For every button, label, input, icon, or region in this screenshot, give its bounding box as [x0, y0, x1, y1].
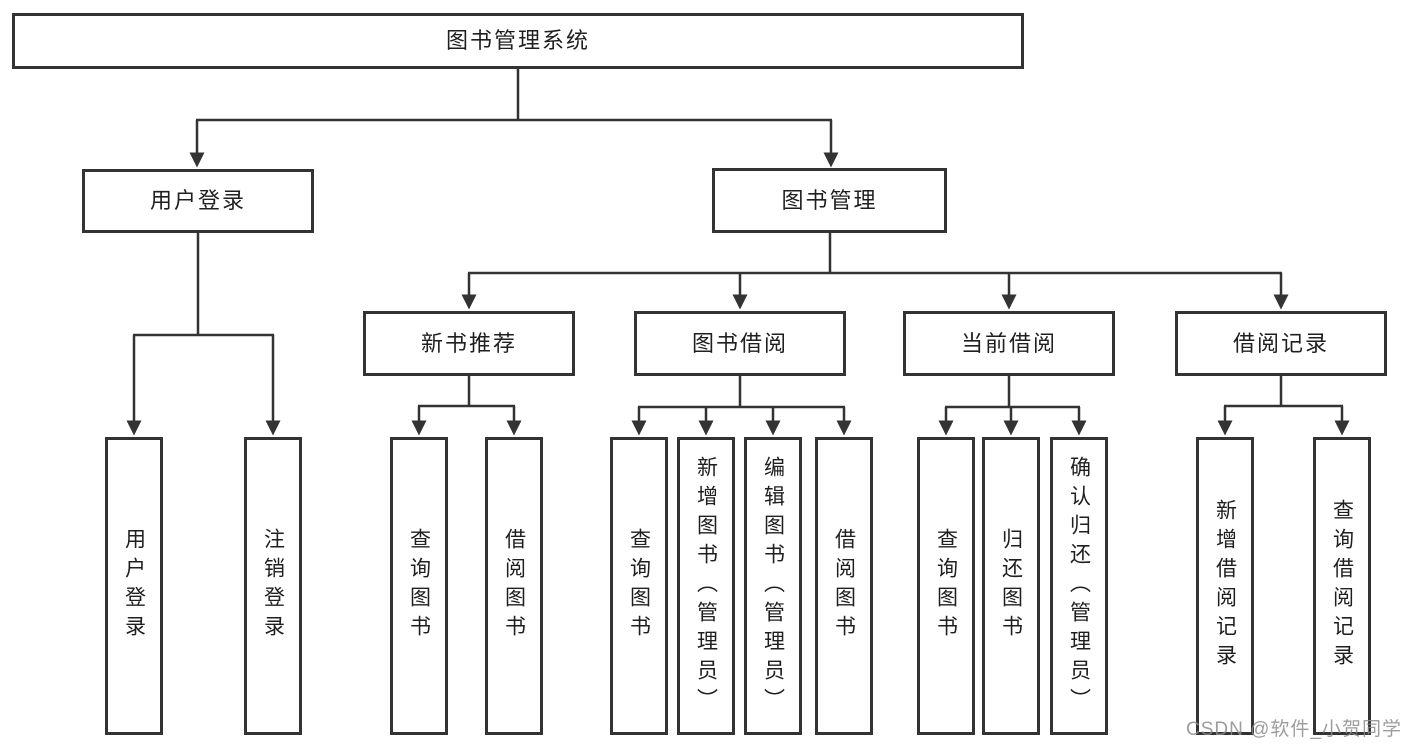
node-book-borrowing: 图书借阅	[634, 311, 846, 376]
node-new-book-recommend: 新书推荐	[363, 311, 575, 376]
node-user-login: 用户登录	[82, 169, 314, 233]
root-branch-connector	[189, 69, 839, 168]
leaf-logout: 注销登录	[244, 437, 302, 735]
current-borrowing-branch-connector	[938, 376, 1087, 436]
new-book-recommend-branch-connector	[411, 376, 522, 436]
leaf-confirm-return-admin: 确认归还（管理员）	[1050, 437, 1108, 735]
leaf-return-books: 归还图书	[982, 437, 1040, 735]
leaf-user-login: 用户登录	[105, 437, 163, 735]
book-borrowing-branch-connector	[631, 376, 852, 436]
leaf-query-books-current: 查询图书	[917, 437, 975, 735]
leaf-edit-book-admin: 编辑图书（管理员）	[744, 437, 802, 735]
leaf-borrow-books-recommend: 借阅图书	[485, 437, 543, 735]
node-root: 图书管理系统	[12, 13, 1024, 69]
node-current-borrowing: 当前借阅	[903, 311, 1115, 376]
leaf-query-books-recommend: 查询图书	[390, 437, 448, 735]
user-login-branch-connector	[126, 233, 281, 436]
leaf-add-book-admin: 新增图书（管理员）	[677, 437, 735, 735]
leaf-add-borrow-record: 新增借阅记录	[1196, 437, 1254, 735]
leaf-borrow-books-borrowing: 借阅图书	[815, 437, 873, 735]
node-book-management: 图书管理	[712, 168, 947, 233]
leaf-query-borrow-record: 查询借阅记录	[1313, 437, 1371, 735]
leaf-query-books-borrowing: 查询图书	[610, 437, 668, 735]
borrowing-records-branch-connector	[1217, 376, 1350, 436]
node-borrowing-records: 借阅记录	[1175, 311, 1387, 376]
csdn-watermark: CSDN @软件_小贺同学	[1186, 719, 1402, 740]
book-management-branch-connector	[461, 233, 1289, 310]
